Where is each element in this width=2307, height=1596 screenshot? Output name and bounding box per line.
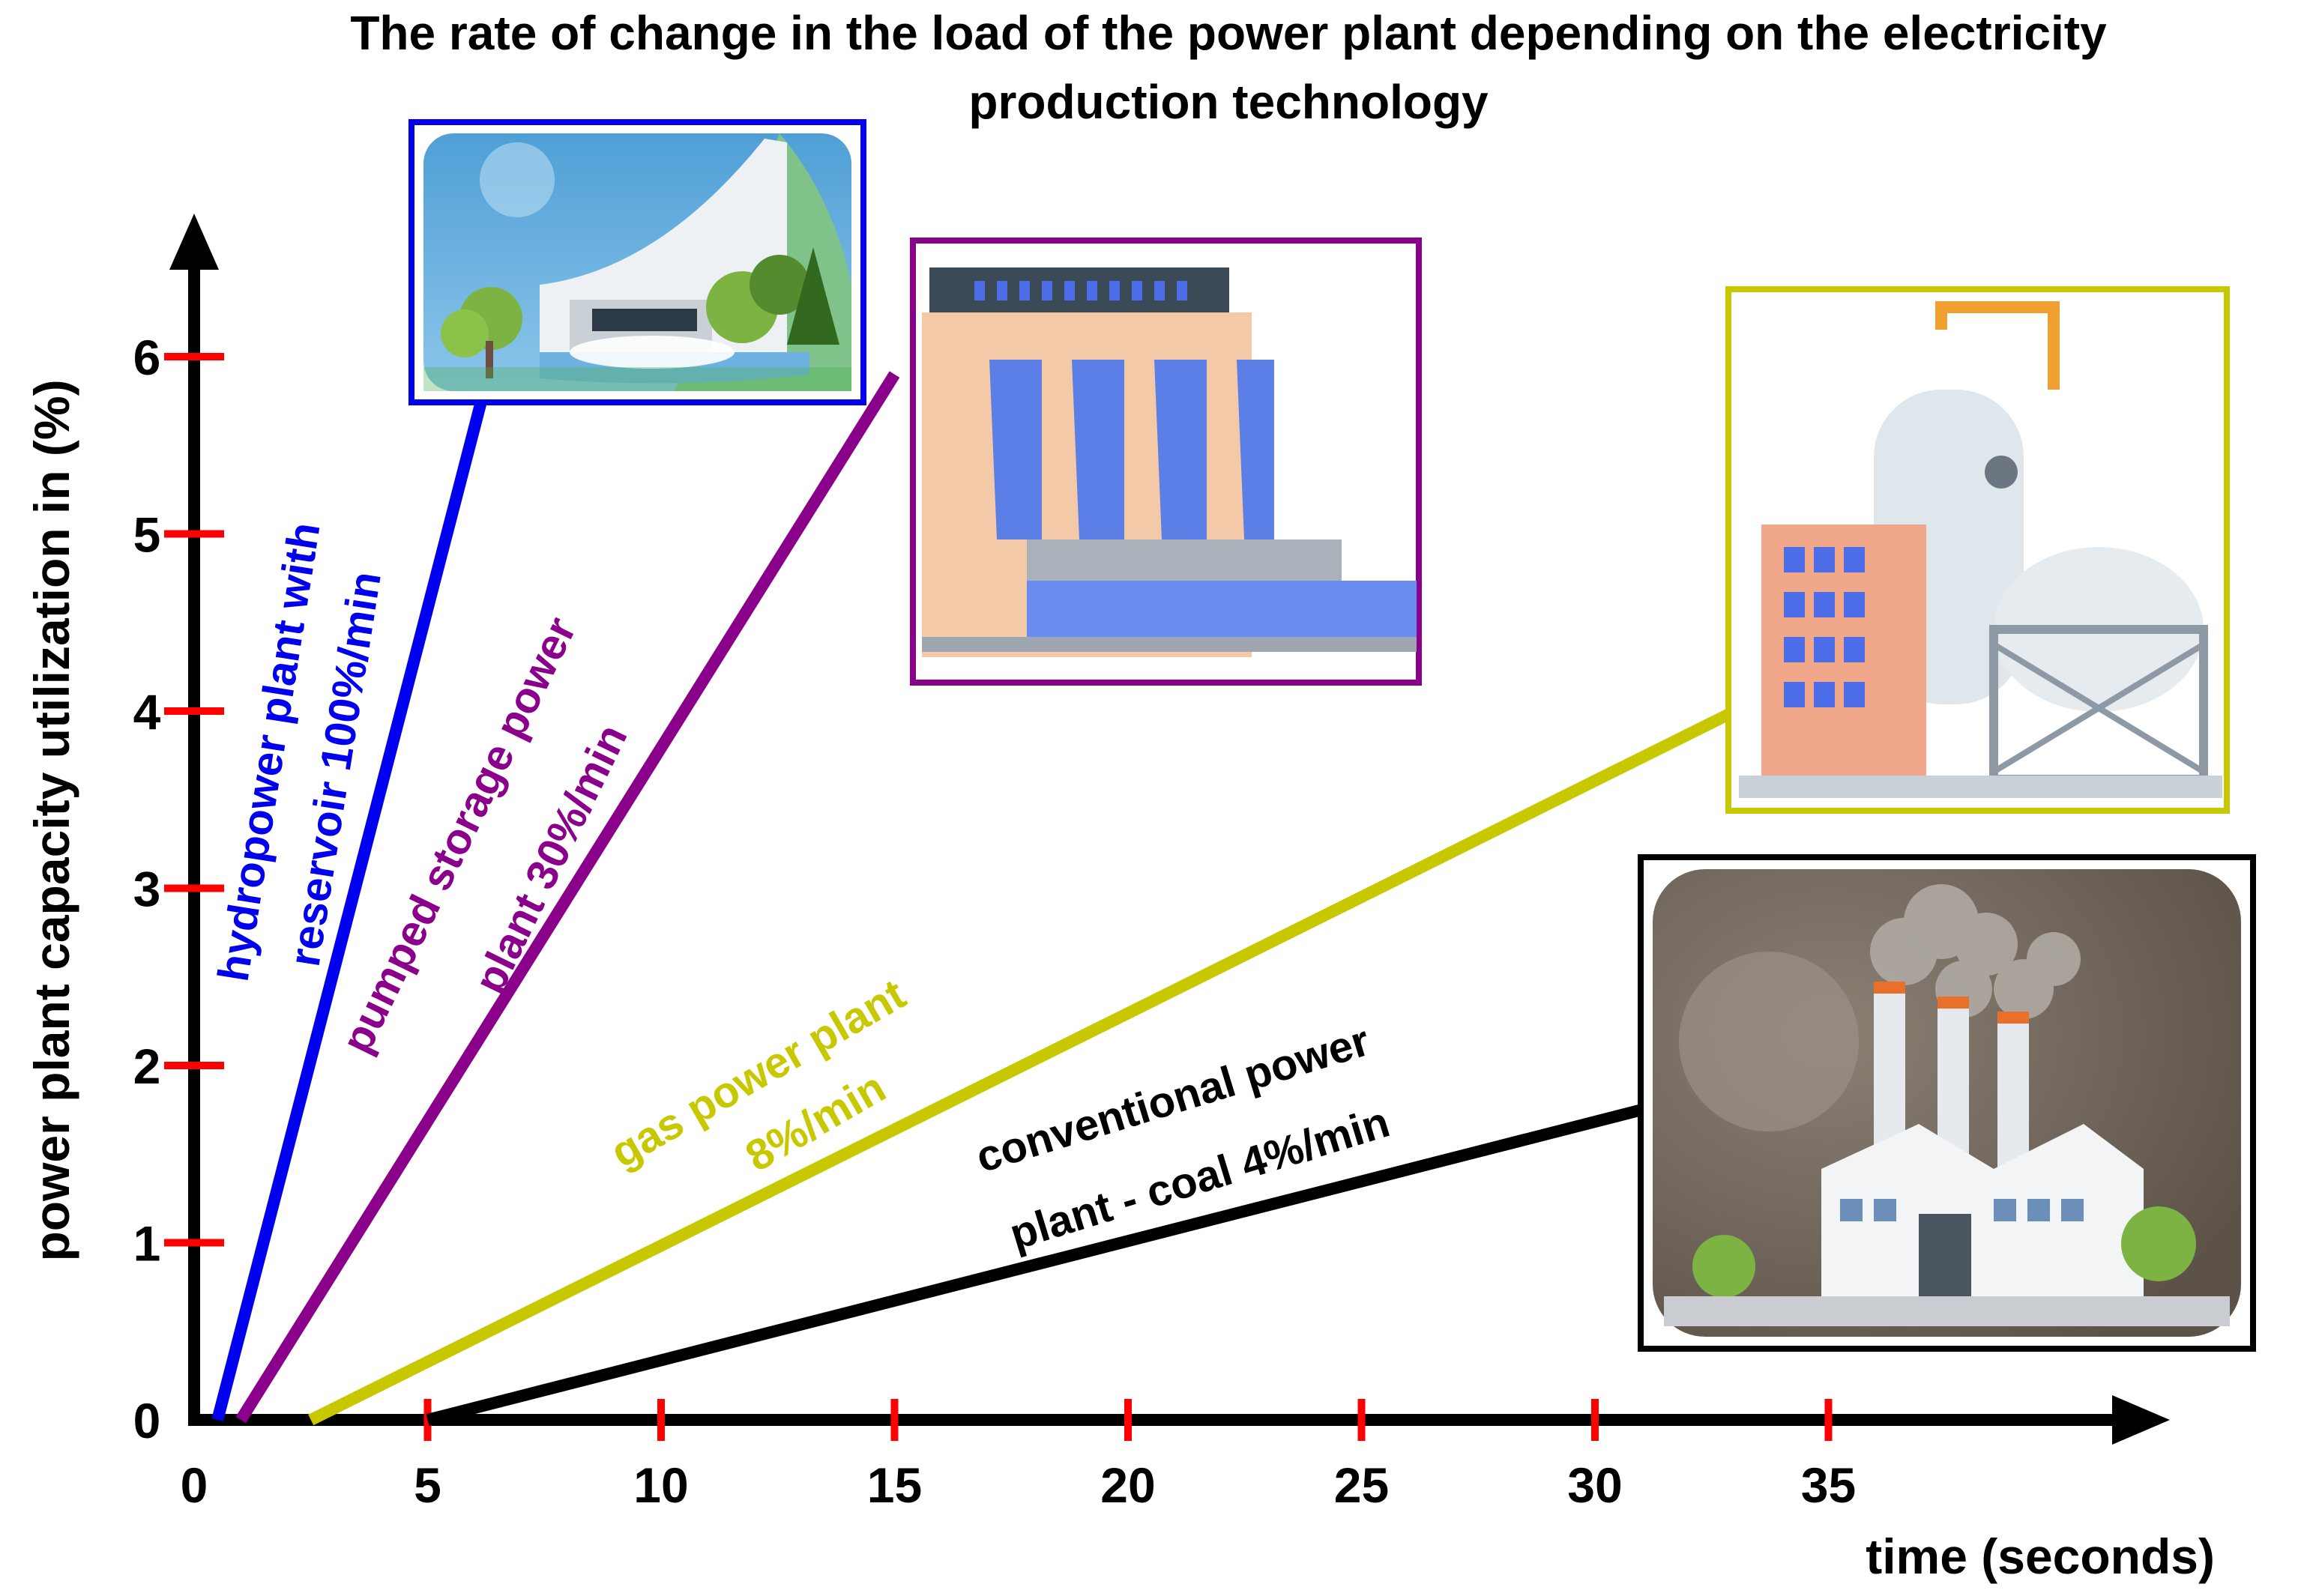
pumped-storage-dam-icon (910, 238, 1422, 686)
x-tick-label: 35 (1801, 1457, 1856, 1513)
y-axis-title: power plant capacity utilization in (%) (24, 379, 79, 1261)
chart-title-line-2: production technology (968, 75, 1489, 129)
x-axis-arrow (2112, 1395, 2170, 1445)
x-tick-label: 10 (633, 1457, 688, 1513)
x-axis-title: time (seconds) (1866, 1529, 2215, 1584)
x-tick-label: 30 (1567, 1457, 1622, 1513)
y-tick-label: 3 (133, 862, 161, 917)
x-tick-label: 0 (181, 1457, 208, 1513)
series-lines (211, 371, 1738, 1426)
axes (169, 214, 2170, 1445)
y-tick-label: 5 (133, 507, 161, 563)
chart-title-line-1: The rate of change in the load of the po… (350, 6, 2107, 60)
series-line-pumped (235, 371, 900, 1424)
y-tick-label: 0 (133, 1393, 161, 1448)
y-tick-label: 6 (133, 330, 161, 385)
y-tick-label: 2 (133, 1039, 161, 1094)
x-tick-label: 25 (1334, 1457, 1389, 1513)
gas-plant-icon (1725, 286, 2230, 814)
y-tick-label: 4 (133, 684, 161, 740)
y-tick-label: 1 (133, 1216, 161, 1272)
x-tick-label: 5 (414, 1457, 441, 1513)
x-tick-label: 20 (1100, 1457, 1155, 1513)
series-line-hydro (211, 390, 490, 1422)
tick-marks (164, 353, 1833, 1441)
y-axis-arrow (169, 214, 219, 270)
x-tick-label: 15 (867, 1457, 922, 1513)
tick-labels: 0 5 10 15 20 25 30 35 0 1 2 3 4 5 6 (133, 330, 1857, 1513)
coal-plant-icon (1638, 854, 2256, 1352)
hydropower-dam-icon (408, 119, 866, 405)
series-line-coal (426, 1104, 1644, 1426)
series-line-gas (308, 705, 1738, 1426)
